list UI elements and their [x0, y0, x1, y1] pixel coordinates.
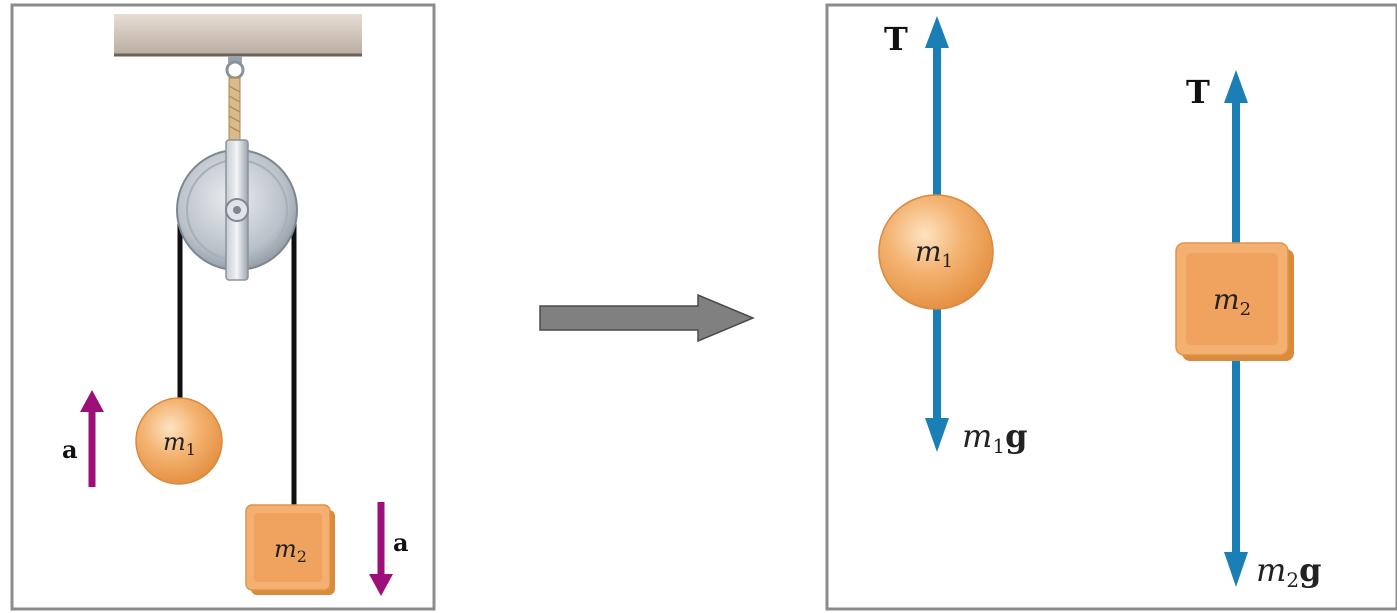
tension-arrow-2 — [1224, 70, 1248, 250]
acceleration-arrow-up — [80, 390, 104, 487]
ceiling — [114, 14, 362, 57]
mass-ball-m1-label: m1 — [163, 428, 196, 459]
pulley — [176, 139, 298, 281]
weight-label-1: m1g — [962, 417, 1027, 458]
mass-block-m2-label: m2 — [274, 535, 307, 566]
support-rope — [228, 77, 241, 145]
mass-block-m2: m2 — [245, 504, 335, 595]
tension-arrow-1 — [925, 16, 949, 200]
weight-arrow-2 — [1224, 355, 1248, 587]
weight-label-2: m2g — [1256, 551, 1321, 592]
acceleration-label-right: a — [393, 528, 409, 557]
acceleration-label-left: a — [62, 435, 78, 464]
left-panel: m1 m2 a a — [10, 3, 436, 611]
fbd-ball-m1: m1 — [878, 194, 994, 310]
tension-label-2: T — [1186, 73, 1210, 111]
transition-arrow — [539, 293, 755, 343]
right-panel-frame — [825, 3, 1397, 611]
left-panel-frame — [10, 3, 436, 611]
right-panel: T m1g m1 T m2g — [825, 3, 1397, 611]
fbd-block-m2-label: m2 — [1213, 283, 1251, 320]
fbd-ball-m1-label: m1 — [915, 235, 953, 272]
mass-ball-m1: m1 — [135, 397, 223, 485]
acceleration-arrow-down — [369, 502, 393, 596]
weight-arrow-1 — [925, 305, 949, 452]
tension-label-1: T — [884, 20, 908, 58]
fbd-block-m2: m2 — [1175, 242, 1294, 361]
